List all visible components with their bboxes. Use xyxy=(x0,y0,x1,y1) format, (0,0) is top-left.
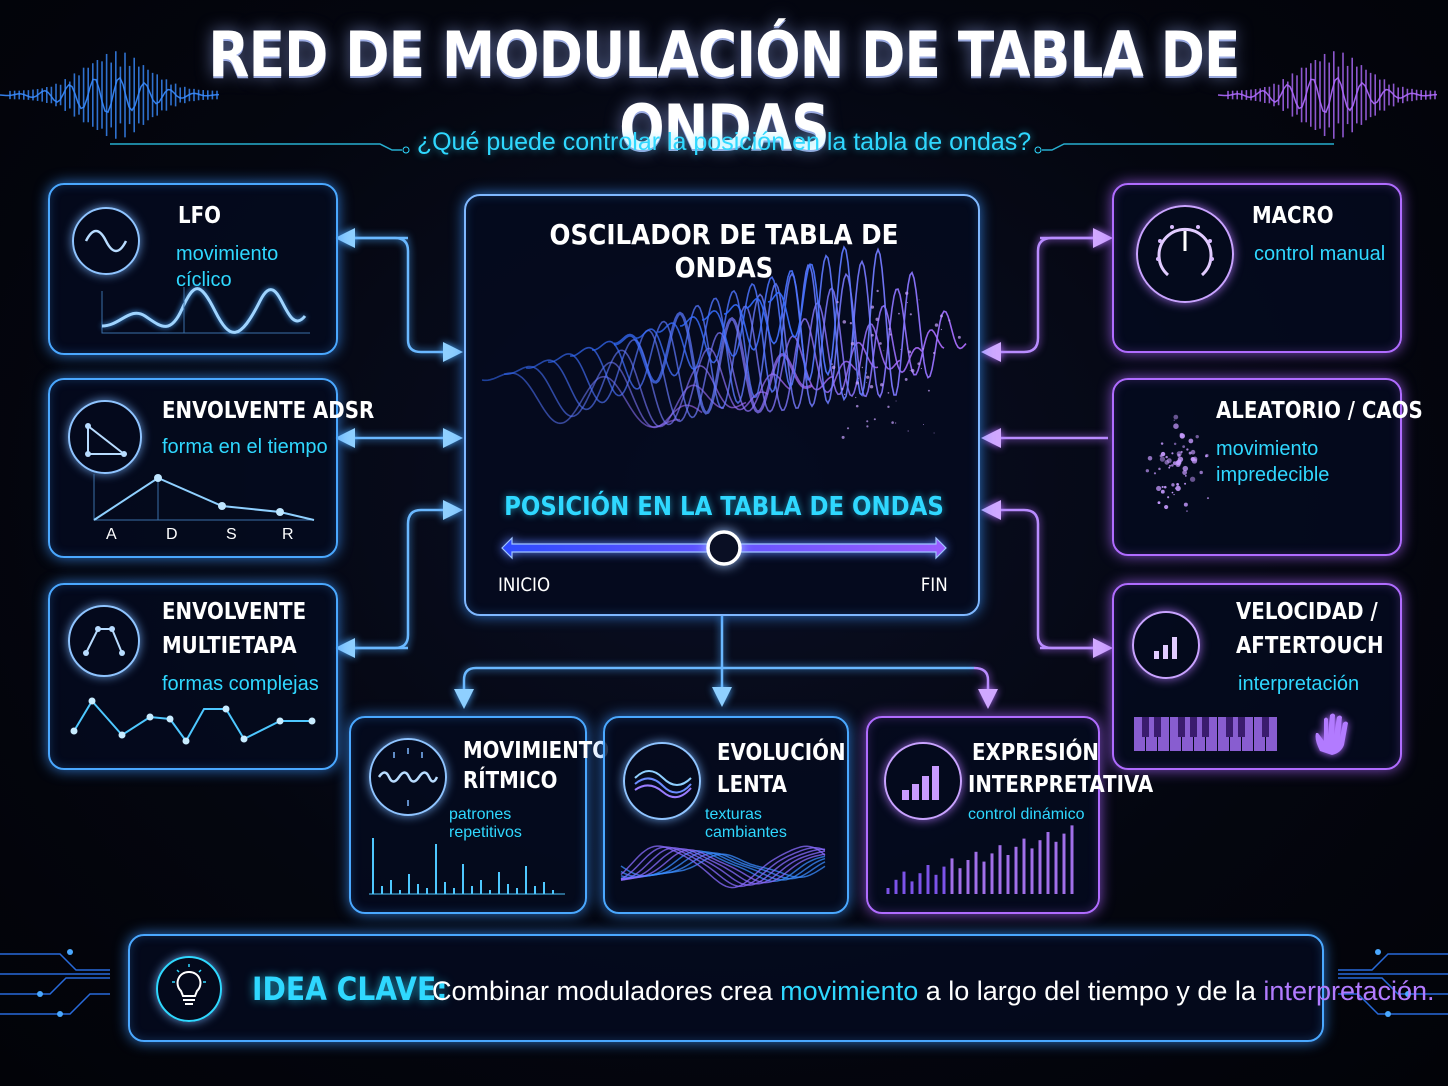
idea-text-a: Combinar moduladores crea xyxy=(432,976,780,1006)
slow-title-line2: LENTA xyxy=(717,772,787,798)
idea-highlight-performance: interpretación. xyxy=(1263,976,1434,1006)
expression-subtitle: control dinámico xyxy=(968,806,1085,824)
velocity-title-line1: VELOCIDAD / xyxy=(1236,599,1378,625)
slow-waves-graphic xyxy=(621,836,831,896)
adsr-stage-d: D xyxy=(166,526,178,544)
adsr-envelope-icon xyxy=(68,400,142,474)
adsr-panel: ENVOLVENTE ADSR forma en el tiempo A D S… xyxy=(48,378,338,558)
adsr-graph xyxy=(90,468,320,528)
slider-end-label: FIN xyxy=(921,574,948,596)
expression-title-line1: EXPRESIÓN xyxy=(972,740,1099,766)
lfo-wave-graphic xyxy=(100,281,320,341)
multistage-subtitle: formas complejas xyxy=(162,671,319,697)
dynamic-bars-icon xyxy=(884,742,962,820)
adsr-stage-a: A xyxy=(106,526,117,544)
multistage-title-line1: ENVOLVENTE xyxy=(162,599,306,625)
lfo-title: LFO xyxy=(178,203,221,229)
velocity-panel: VELOCIDAD / AFTERTOUCH interpretación xyxy=(1112,583,1402,770)
multistage-title-line2: MULTIETAPA xyxy=(162,633,297,659)
macro-panel: MACRO control manual xyxy=(1112,183,1402,353)
multistage-graph xyxy=(70,697,320,747)
key-idea-label: IDEA CLAVE: xyxy=(252,970,447,1008)
rhythmic-wave-icon xyxy=(369,738,447,816)
adsr-stage-s: S xyxy=(226,526,237,544)
multistage-envelope-icon xyxy=(68,605,140,677)
random-subtitle-line1: movimiento xyxy=(1216,436,1318,462)
position-slider[interactable] xyxy=(496,530,956,570)
knob-icon xyxy=(1136,205,1234,303)
rhythmic-title-line2: RÍTMICO xyxy=(463,768,557,794)
random-particles-icon xyxy=(1128,402,1228,532)
adsr-stage-r: R xyxy=(282,526,294,544)
random-panel: ALEATORIO / CAOS movimiento impredecible xyxy=(1112,378,1402,556)
adsr-subtitle: forma en el tiempo xyxy=(162,434,328,460)
macro-title: MACRO xyxy=(1252,203,1334,229)
idea-highlight-movement: movimiento xyxy=(780,976,918,1006)
velocity-subtitle: interpretación xyxy=(1238,671,1359,697)
idea-text-b: a lo largo del tiempo y de la xyxy=(918,976,1263,1006)
macro-subtitle: control manual xyxy=(1254,241,1385,267)
lightbulb-icon xyxy=(156,956,222,1022)
expression-title-line2: INTERPRETATIVA xyxy=(968,772,1153,798)
adsr-title: ENVOLVENTE ADSR xyxy=(162,398,374,424)
slow-title-line1: EVOLUCIÓN xyxy=(717,740,846,766)
left-circuit-decoration xyxy=(0,944,120,1024)
rhythmic-bars-graphic xyxy=(369,832,569,898)
random-subtitle-line2: impredecible xyxy=(1216,462,1329,488)
slider-start-label: INICIO xyxy=(498,574,550,596)
rhythmic-panel: MOVIMIENTO RÍTMICO patrones repetitivos xyxy=(349,716,587,914)
multistage-panel: ENVOLVENTE MULTIETAPA formas complejas xyxy=(48,583,338,770)
random-title: ALEATORIO / CAOS xyxy=(1216,398,1423,424)
slow-evolution-panel: EVOLUCIÓN LENTA texturas cambiantes xyxy=(603,716,849,914)
hand-icon xyxy=(1308,711,1358,757)
rhythmic-title-line1: MOVIMIENTO xyxy=(463,738,609,764)
piano-keys-icon xyxy=(1134,713,1284,755)
slow-waves-icon xyxy=(623,742,701,820)
oscillator-panel: OSCILADOR DE TABLA DE ONDAS POSICIÓN EN … xyxy=(464,194,980,616)
wavetable-3d-graphic xyxy=(472,260,972,460)
lfo-panel: LFO movimiento cíclico xyxy=(48,183,338,355)
key-idea-text: Combinar moduladores crea movimiento a l… xyxy=(432,976,1435,1007)
key-idea-banner: IDEA CLAVE: Combinar moduladores crea mo… xyxy=(128,934,1324,1042)
dynamic-bars-graphic xyxy=(884,828,1084,898)
expression-panel: EXPRESIÓN INTERPRETATIVA control dinámic… xyxy=(866,716,1100,914)
velocity-title-line2: AFTERTOUCH xyxy=(1236,633,1384,659)
position-slider-handle xyxy=(708,532,740,564)
sine-wave-icon xyxy=(72,207,140,275)
velocity-bars-icon xyxy=(1132,611,1200,679)
position-label: POSICIÓN EN LA TABLA DE ONDAS xyxy=(497,492,951,522)
